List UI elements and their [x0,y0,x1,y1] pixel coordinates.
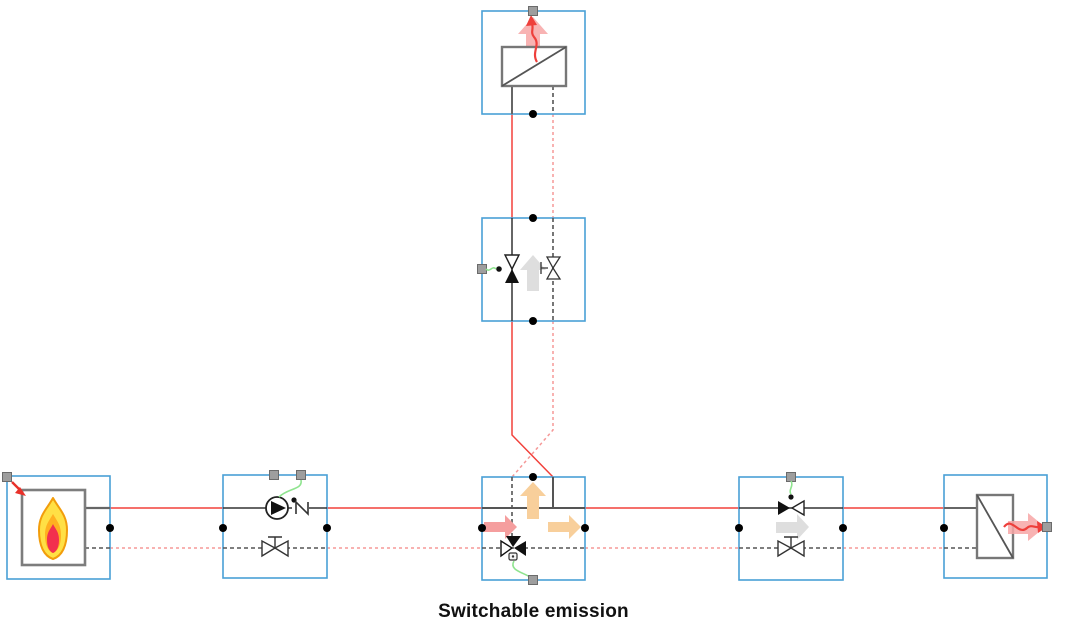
flame-icon [38,497,68,560]
component-frame [222,474,328,579]
signal-connector-icon[interactable] [786,472,796,482]
port-dots [106,110,948,532]
signal-connector-icon[interactable] [1042,522,1052,532]
heat-squiggle-icon [526,15,538,63]
component-heat-source[interactable] [2,472,111,580]
return-pipe-riser[interactable] [511,321,554,478]
component-check-valve-riser[interactable] [477,217,586,322]
port-dot[interactable] [940,524,948,532]
radiator-icon [500,45,568,88]
radiator-icon [975,493,1015,560]
port-dot[interactable] [219,524,227,532]
flow-arrow-right-icon [484,515,517,539]
flow-arrow-right-icon [548,515,581,539]
port-dot[interactable] [529,473,537,481]
signal-connector-icon[interactable] [2,472,12,482]
port-dot[interactable] [529,214,537,222]
component-pump-unit[interactable] [222,470,328,579]
port-dot[interactable] [106,524,114,532]
signal-connector-icon[interactable] [269,470,279,480]
port-dot[interactable] [529,317,537,325]
balancing-valve-icon [540,256,562,280]
check-valve-icon [778,494,805,517]
control-signal-wire [789,480,793,495]
control-signal-wire [485,267,497,271]
signal-input-arrow-icon [11,481,26,496]
flow-arrow-up-icon [520,255,546,291]
port-dot[interactable] [839,524,847,532]
pipe-network [110,114,944,549]
control-signal-wire [512,560,531,578]
component-radiator-top[interactable] [481,6,586,115]
component-check-valve-unit[interactable] [738,472,844,581]
switch-icon [291,497,309,516]
pump-icon [265,496,289,520]
signal-connector-icon[interactable] [528,575,538,585]
check-valve-icon [496,254,521,283]
signal-connector-icon[interactable] [528,6,538,16]
flow-arrow-right-icon [776,514,809,540]
flow-arrow-up-icon [520,482,546,519]
balancing-valve-icon [261,536,289,558]
port-dot[interactable] [581,524,589,532]
balancing-valve-icon [777,536,805,558]
signal-connector-icon[interactable] [296,470,306,480]
diagram-title: Switchable emission [438,601,629,622]
port-dot[interactable] [529,110,537,118]
port-dot[interactable] [323,524,331,532]
control-signal-wire [278,479,302,498]
component-radiator-right[interactable] [943,474,1052,579]
signal-connector-icon[interactable] [477,264,487,274]
port-dot[interactable] [735,524,743,532]
port-dot[interactable] [478,524,486,532]
component-switch-junction[interactable] [481,476,586,585]
three-way-valve-icon [500,536,526,561]
supply-pipe-riser[interactable] [511,321,554,478]
